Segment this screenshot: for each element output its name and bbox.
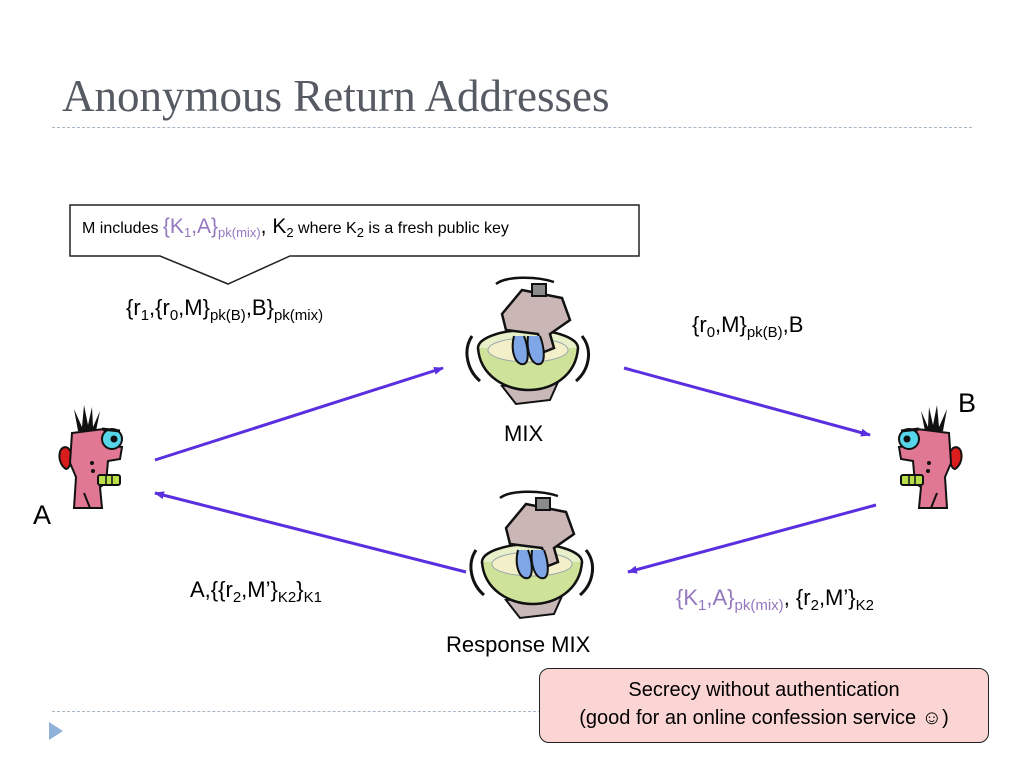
mixer-icon — [469, 490, 595, 620]
arrow-a-to-mix — [154, 366, 444, 462]
message-b-to-response-mix: {K1,A}pk(mix), {r2,M’}K2 — [676, 585, 874, 614]
footer-divider — [52, 711, 972, 712]
mixer-icon — [465, 276, 591, 406]
message-a-to-mix: {r1,{r0,M}pk(B),B}pk(mix) — [126, 295, 324, 324]
message-response-mix-to-a: A,{{r2,M’}K2}K1 — [190, 577, 322, 606]
triangle-bullet-icon — [49, 722, 63, 740]
callout-box — [69, 204, 640, 285]
cartoon-person-icon — [897, 403, 964, 510]
slide-title: Anonymous Return Addresses — [62, 71, 610, 121]
cartoon-person-icon — [57, 403, 124, 510]
callout-text: M includes {K1,A}pk(mix), K2 where K2 is… — [82, 215, 509, 240]
response-mix-label: Response MIX — [446, 632, 591, 657]
arrow-response-mix-to-a — [154, 491, 467, 574]
node-b-label: B — [958, 388, 977, 418]
message-mix-to-b: {r0,M}pk(B),B — [692, 312, 804, 341]
note-line-1: Secrecy without authentication — [628, 679, 900, 701]
arrow-b-to-response-mix — [627, 503, 877, 574]
note-line-2: (good for an online confession service ☺… — [579, 707, 949, 729]
node-a-label: A — [33, 500, 52, 530]
note-box: Secrecy without authentication (good for… — [539, 668, 989, 743]
title-divider — [52, 127, 972, 128]
mix-label: MIX — [504, 421, 544, 446]
arrow-mix-to-b — [623, 366, 871, 437]
